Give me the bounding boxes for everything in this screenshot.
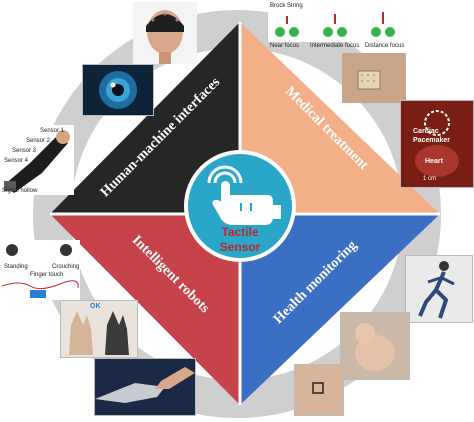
- eeg-cap-photo: [133, 2, 197, 64]
- quadrant-bottom-right: [240, 214, 440, 405]
- arm-sensor-label-2: Sensor 2: [26, 138, 51, 144]
- quadrant-top-left: [50, 22, 240, 214]
- distance-focus-caption: Distance focus: [365, 43, 405, 49]
- robot-hand-photo: [60, 300, 138, 358]
- crouching-caption: Crouching: [52, 264, 80, 270]
- robotic-arm-photo: [94, 358, 196, 416]
- skin-patch-photo: [342, 53, 406, 103]
- pacemaker-label: Pacemaker: [413, 137, 450, 144]
- arm-sensor-label-3: Sensor 3: [12, 148, 37, 154]
- heart-label: Heart: [425, 158, 443, 165]
- intermediate-focus-caption: Intermediate focus: [310, 43, 360, 49]
- standing-caption: Standing: [4, 264, 28, 270]
- eye-photo: [82, 64, 154, 116]
- near-focus-caption: Near focus: [270, 43, 300, 49]
- arm-sensor-label-1: Sensor 1: [40, 128, 65, 134]
- running-person-photo: [405, 255, 473, 323]
- eye-focus-figure: [268, 10, 408, 42]
- touch-hand-icon: [207, 165, 281, 225]
- brock-string-title: Brock String: [270, 3, 303, 9]
- quadrant-top-right: [240, 22, 440, 214]
- robot-sensing-figure: [0, 240, 80, 300]
- arm-sleeve-photo: [0, 125, 74, 195]
- scale-bar-label: 1 cm: [423, 176, 437, 182]
- skin-sensor-photo: [294, 364, 344, 416]
- cardiac-pacemaker-photo: [400, 100, 474, 188]
- cardiac-label: Cardiac: [413, 128, 439, 135]
- arm-sensor-label-4: Sensor 4: [4, 158, 29, 164]
- arm-signal-label: Signal hollow: [2, 188, 38, 194]
- ok-label: OK: [90, 303, 101, 310]
- finger-touch-caption: Finger touch: [30, 272, 64, 278]
- quadrant-bottom-left: [50, 214, 240, 405]
- infant-photo: [340, 312, 410, 380]
- center-title-line2: Sensor: [220, 240, 261, 254]
- center-title-line1: Tactile: [221, 225, 258, 239]
